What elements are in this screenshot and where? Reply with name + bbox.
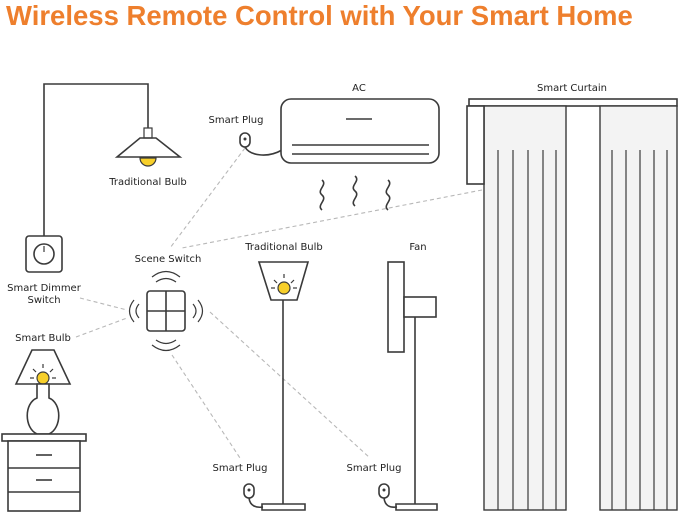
- smart-plug-fan[interactable]: [378, 483, 398, 509]
- link-smart-dimmer: [79, 297, 128, 311]
- link-smart-curtain: [181, 189, 483, 249]
- label-smart-curtain: Smart Curtain: [537, 83, 607, 94]
- smart-dimmer-switch[interactable]: [25, 235, 63, 273]
- ceiling-lamp: [43, 83, 183, 236]
- ac-unit[interactable]: [280, 98, 440, 211]
- label-smart-dimmer-line1: Smart Dimmer: [7, 283, 82, 294]
- bulb-icon: [271, 274, 297, 295]
- label-ac: AC: [352, 83, 366, 94]
- link-smart-bulb: [75, 317, 128, 338]
- fan[interactable]: [387, 261, 438, 511]
- label-smart-dimmer-line2: Switch: [27, 295, 60, 306]
- label-traditional-bulb-floor: Traditional Bulb: [244, 242, 323, 253]
- link-smart-plug-floor-lamp: [171, 354, 241, 459]
- page-title: Wireless Remote Control with Your Smart …: [6, 0, 633, 31]
- smart-plug-floor-lamp[interactable]: [243, 483, 264, 509]
- link-smart-plug-fan: [209, 311, 371, 459]
- label-traditional-bulb-ceiling: Traditional Bulb: [108, 177, 187, 188]
- smart-curtain[interactable]: [466, 98, 678, 511]
- label-fan: Fan: [409, 242, 426, 253]
- smart-plug-ac[interactable]: [239, 132, 283, 156]
- scene-switch[interactable]: [128, 270, 204, 352]
- wireless-signal-icon: [128, 270, 204, 352]
- link-smart-plug-ac: [169, 147, 246, 249]
- label-smart-plug-floor-lamp: Smart Plug: [213, 463, 268, 474]
- label-smart-plug-ac: Smart Plug: [209, 115, 264, 126]
- label-smart-plug-fan: Smart Plug: [347, 463, 402, 474]
- label-scene-switch: Scene Switch: [135, 254, 202, 265]
- nightstand-lamp[interactable]: [1, 349, 87, 512]
- wireless-links: [75, 147, 483, 459]
- label-smart-bulb: Smart Bulb: [15, 333, 71, 344]
- floor-lamp[interactable]: [257, 261, 310, 511]
- curtain-motor: [466, 105, 485, 185]
